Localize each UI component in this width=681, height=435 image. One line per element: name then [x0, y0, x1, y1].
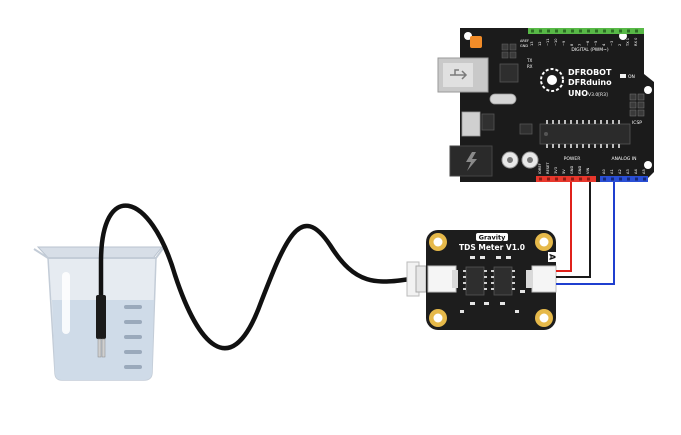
pin-label: 7 [578, 44, 582, 46]
atmega-chip [539, 123, 631, 145]
lightning-bolt-icon [466, 152, 477, 171]
ic-chip [493, 266, 513, 296]
pin-label: A5 [642, 169, 646, 174]
pin-label: GND [578, 166, 582, 174]
rx-label: RX [527, 64, 533, 69]
digital-pin-labels: 13 12 ~11 ~10 ~9 8 7 ~6 ~5 4 ~3 2 TX 1 RX 0 [530, 37, 638, 47]
power-label: POWER [564, 156, 581, 162]
tds-probe [96, 295, 106, 358]
on-led [620, 74, 626, 78]
pin-label: RESET [546, 162, 550, 174]
brand-line1: DFROBOT [568, 68, 612, 77]
tds-sensor-board: Gravity TDS Meter V1.0 A [406, 230, 557, 330]
pin-label: A2 [618, 169, 622, 174]
board-version: V3.0[R3] [588, 92, 608, 98]
digital-header [528, 28, 644, 34]
pin-label: A1 [610, 169, 614, 174]
aref-label: AREF [520, 39, 529, 43]
power-pin-labels: IOREF RESET 3V3 5V GND GND VIN [538, 162, 590, 174]
brand-line2: DFRduino [568, 78, 612, 87]
analog-header [600, 176, 648, 182]
tx-label: TX [526, 58, 532, 63]
pin-label: A4 [634, 169, 638, 174]
pin-label: A3 [626, 169, 630, 174]
pin-label: VIN [586, 167, 590, 174]
icsp-label: ICSP [632, 120, 642, 126]
pin-label: 5V [562, 169, 566, 174]
probe-cable [98, 203, 419, 351]
wire-gnd-black [556, 180, 591, 278]
pin-label: IOREF [538, 163, 542, 174]
pin-label: RX 0 [634, 37, 638, 46]
analog-label: ANALOG IN [611, 156, 636, 162]
pin-label: ~9 [562, 40, 566, 46]
icsp-header [629, 93, 645, 117]
ic-chip [465, 266, 485, 296]
board-model: UNO [568, 89, 588, 98]
pin-label: 8 [570, 43, 574, 46]
wires [556, 180, 615, 285]
pin-label: ~11 [546, 38, 550, 46]
arduino-board: ICSP DFROBOT DFRduino UNO V3.0[R3] ON TX… [437, 28, 654, 182]
on-label: ON [628, 74, 635, 80]
pin-label: ~5 [594, 41, 598, 46]
pin-label: 3V3 [554, 167, 558, 174]
pin-label: 12 [538, 41, 542, 46]
pin-label: ~3 [610, 41, 614, 46]
dfrobot-logo [540, 68, 564, 92]
sensor-title: TDS Meter V1.0 [459, 243, 525, 252]
graduation-marks [124, 305, 142, 369]
wire-5v-red [556, 180, 572, 272]
pin-label: ~6 [586, 40, 590, 46]
analog-pin-labels: A0 A1 A2 A3 A4 A5 [602, 169, 646, 174]
usb-port-icon [437, 57, 489, 93]
pin-label: 13 [530, 41, 534, 46]
pin-label: 4 [602, 43, 606, 46]
analog-mark: A [548, 254, 557, 261]
wire-a1-blue [556, 180, 615, 285]
pin-label: ~10 [554, 38, 558, 46]
gnd-label: GND [520, 44, 528, 48]
pin-label: TX 1 [626, 38, 630, 47]
reset-button [470, 36, 482, 48]
pin-label: 2 [618, 44, 622, 46]
gravity-badge: Gravity [479, 234, 506, 242]
signal-connector [531, 265, 557, 293]
dc-jack [449, 145, 493, 177]
pin-label: GND [570, 166, 574, 174]
digital-label: DIGITAL (PWM~) [571, 47, 609, 53]
pin-label: A0 [602, 169, 606, 174]
probe-connector [427, 265, 457, 293]
